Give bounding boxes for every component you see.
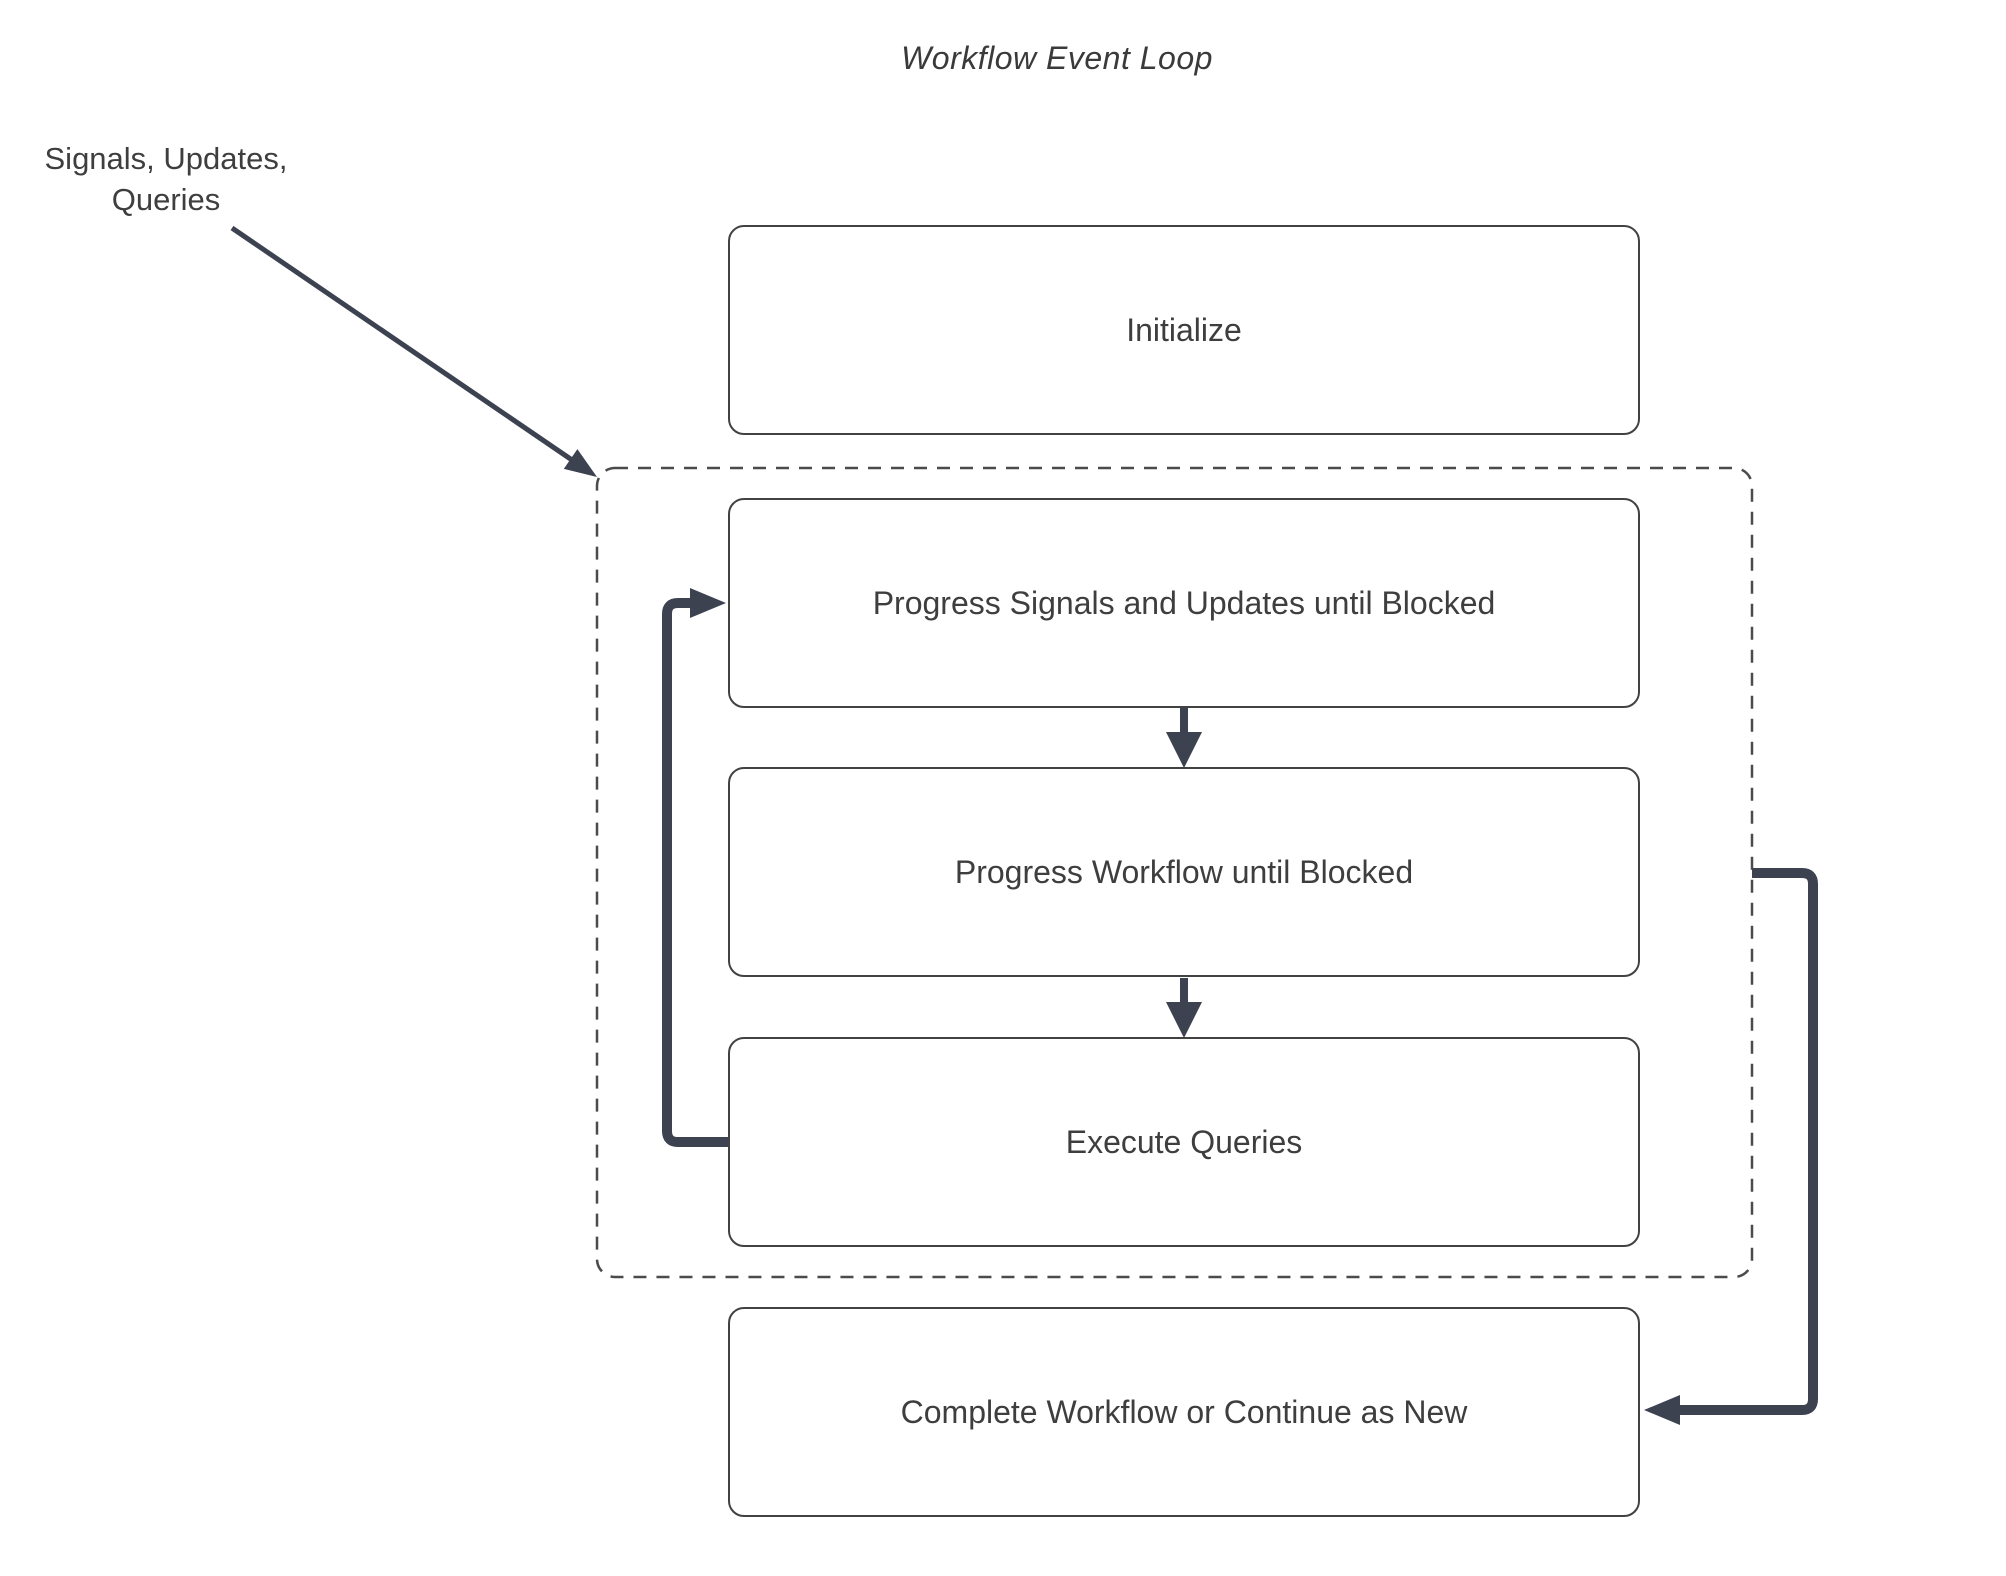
page-title: Workflow Event Loop (901, 40, 1213, 76)
node-complete-label: Complete Workflow or Continue as New (900, 1393, 1468, 1430)
event-loop-group-border (595, 466, 1754, 1279)
node-initialize[interactable]: Initialize (728, 225, 1640, 435)
node-progress-signals[interactable]: Progress Signals and Updates until Block… (728, 498, 1640, 708)
node-progress-workflow-label: Progress Workflow until Blocked (954, 853, 1414, 890)
loop-back-arrow (662, 588, 728, 1147)
node-progress-workflow[interactable]: Progress Workflow until Blocked (728, 767, 1640, 977)
continue-elbow-arrow (1644, 868, 1818, 1425)
annotation-arrow (230, 225, 597, 477)
node-progress-signals-label: Progress Signals and Updates until Block… (872, 584, 1496, 621)
node-complete[interactable]: Complete Workflow or Continue as New (728, 1307, 1640, 1517)
node-initialize-label: Initialize (1126, 311, 1242, 348)
down-arrow-2 (1166, 978, 1202, 1038)
signals-updates-queries-annotation: Signals, Updates, Queries (44, 141, 288, 217)
node-execute-queries[interactable]: Execute Queries (728, 1037, 1640, 1247)
down-arrow-1 (1166, 708, 1202, 768)
node-execute-queries-label: Execute Queries (1065, 1123, 1303, 1160)
